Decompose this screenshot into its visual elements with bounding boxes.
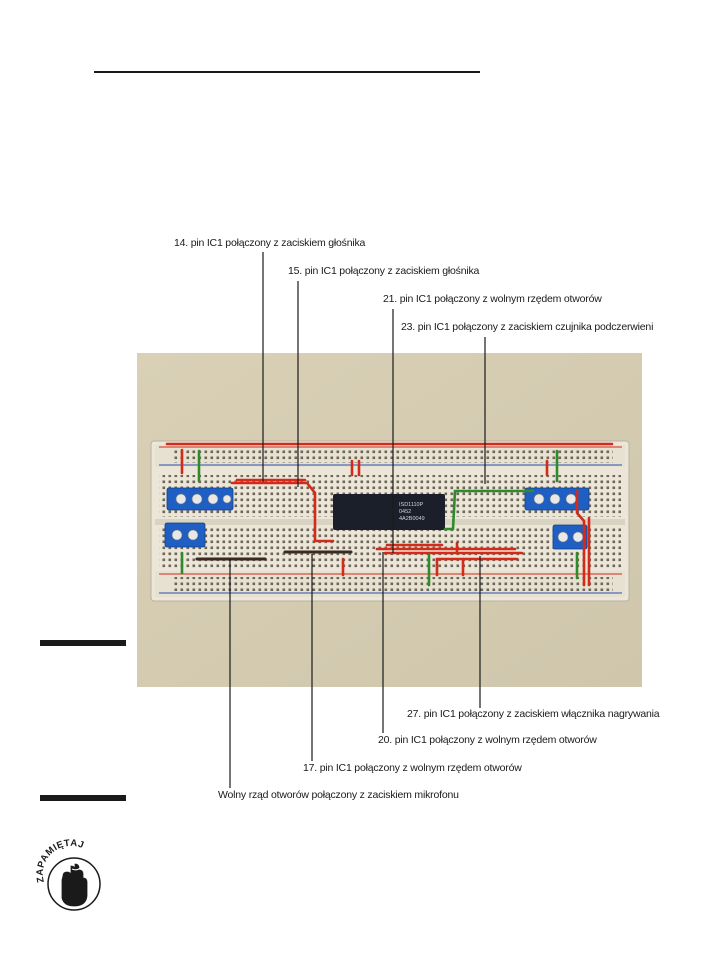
callout-pin23: 23. pin IC1 połączony z zaciskiem czujni…: [401, 321, 654, 333]
callout-pin14: 14. pin IC1 połączony z zaciskiem głośni…: [174, 237, 366, 249]
margin-bar-lower: [40, 795, 126, 801]
ic1-chip: [333, 494, 445, 530]
callout-pin21: 21. pin IC1 połączony z wolnym rzędem ot…: [383, 293, 602, 305]
callout-pin15: 15. pin IC1 połączony z zaciskiem głośni…: [288, 265, 480, 277]
chip-marking-1: ISD1110P: [399, 502, 424, 508]
margin-bar-upper: [40, 640, 126, 646]
callout-pin17: 17. pin IC1 połączony z wolnym rzędem ot…: [303, 762, 522, 774]
chip-marking-3: 4A2B0049: [399, 516, 425, 522]
breadboard-photo: ISD1110P 0452 4A2B0049: [137, 353, 642, 687]
callout-mic: Wolny rząd otworów połączony z zaciskiem…: [218, 789, 459, 801]
remember-badge-icon: ZAPAMIĘTAJ: [35, 838, 101, 911]
dark-wires: [195, 550, 353, 561]
chip-marking-2: 0452: [399, 509, 411, 515]
callout-pin20: 20. pin IC1 połączony z wolnym rzędem ot…: [378, 734, 597, 746]
callout-pin27: 27. pin IC1 połączony z zaciskiem włączn…: [407, 708, 660, 720]
top-rule: [94, 71, 480, 73]
red-wires: [165, 442, 614, 587]
hand-icon: [61, 863, 88, 907]
green-wires: [180, 449, 579, 587]
